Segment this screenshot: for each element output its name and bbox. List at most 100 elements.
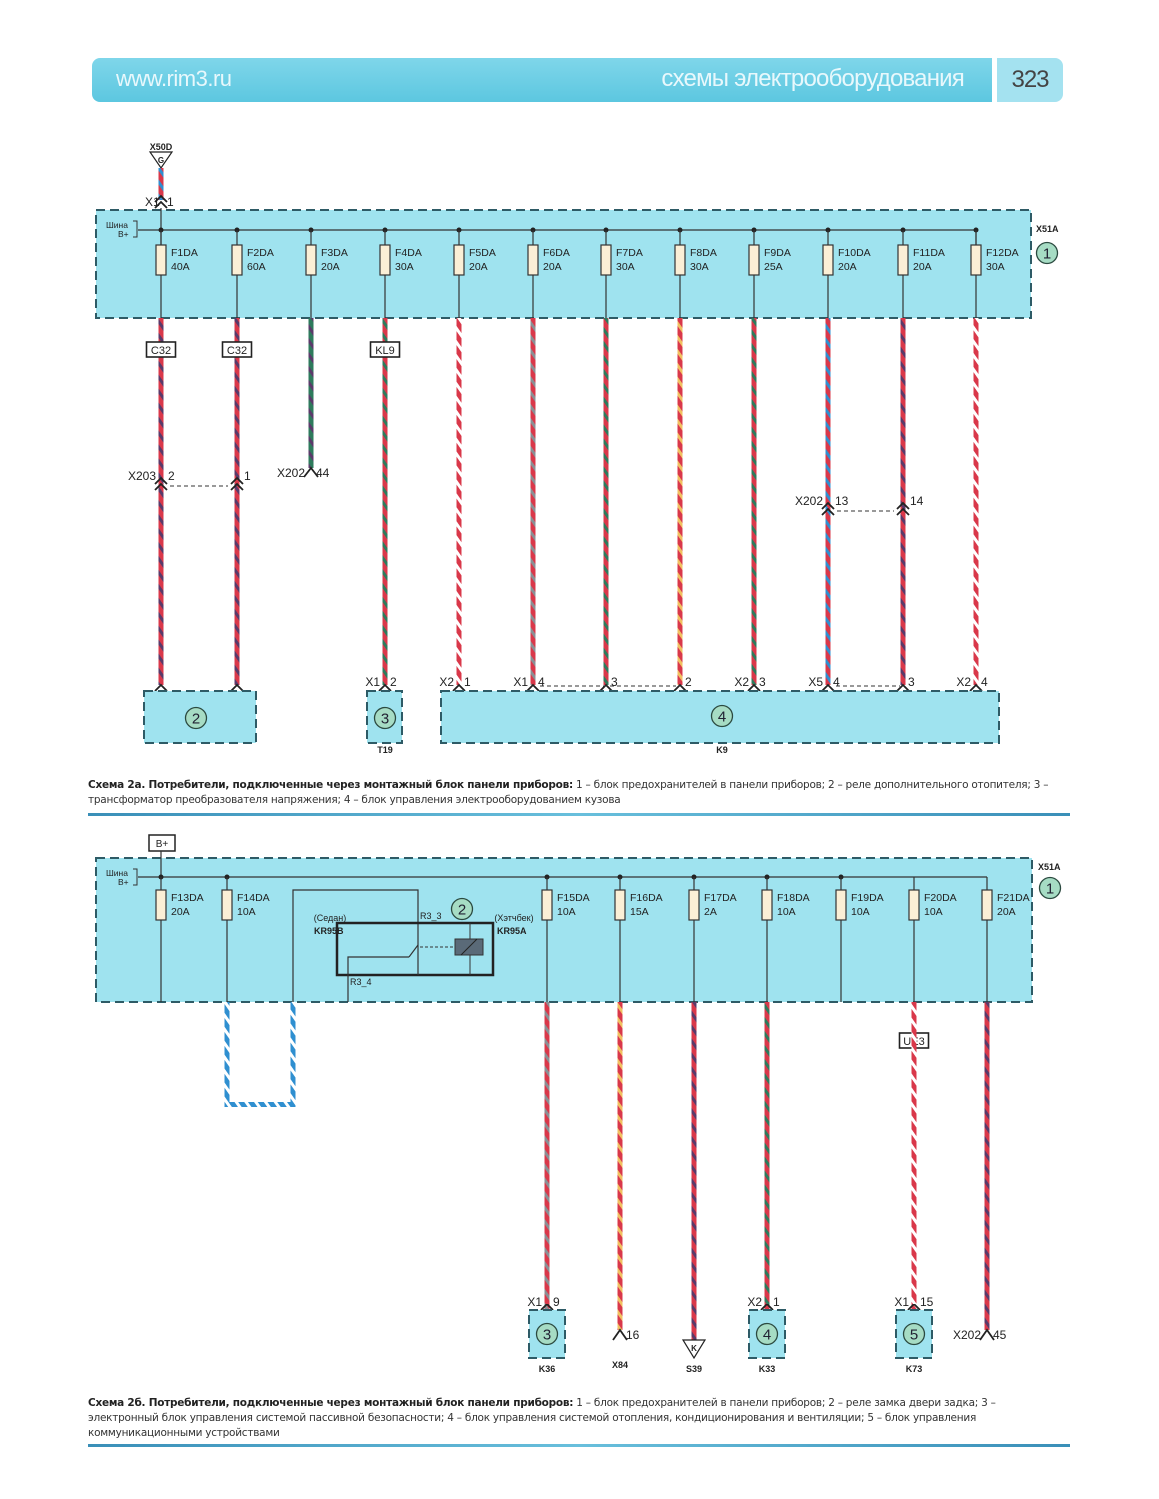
pin-label: 9: [553, 1295, 560, 1309]
caption-2a-title: Схема 2а. Потребители, подключенные чере…: [88, 779, 573, 791]
wire-tag: C32: [145, 341, 177, 358]
wire-segment: [544, 1002, 550, 1304]
connector-label: X2: [734, 675, 749, 689]
wire: [158, 168, 164, 200]
device-code: X84: [612, 1360, 628, 1370]
bus-bracket: [133, 868, 138, 886]
wire-segment: [224, 1002, 230, 1107]
divider: [88, 1444, 1070, 1447]
pin-label: 4: [538, 675, 545, 689]
fuse-id: F19DA: [851, 892, 884, 904]
connector-symbol: [154, 200, 168, 209]
fuse-id: F1DA: [171, 247, 198, 259]
callout-number: 4: [755, 1322, 779, 1346]
callout-circle: [1038, 876, 1062, 900]
pin-label: 1: [464, 675, 471, 689]
fuse-rating: 30A: [395, 261, 414, 273]
fuse-body: [748, 244, 760, 276]
connector-symbol: [821, 507, 835, 516]
device-code: K9: [716, 745, 728, 755]
connector-symbol: [452, 683, 466, 692]
connector-label: X1: [145, 195, 160, 209]
connector-symbol: [230, 476, 244, 485]
pin-label: 4: [833, 675, 840, 689]
fuse-id: F16DA: [630, 892, 663, 904]
connector-label: X202: [277, 466, 305, 480]
fuse-rating: 30A: [690, 261, 709, 273]
connector-label: X5: [808, 675, 823, 689]
callout-circle: [1035, 241, 1059, 265]
wire-segment: [603, 318, 609, 685]
connector-symbol: [599, 683, 613, 692]
callout-label: 2: [458, 902, 466, 919]
wire: [691, 1002, 697, 1340]
wire-tag: KL9: [369, 341, 401, 358]
section-title: схемы электрооборудования: [661, 65, 964, 92]
relay-pin: R3_4: [350, 977, 372, 987]
terminal-symbol: [303, 466, 319, 478]
pin-label: 1: [773, 1295, 780, 1309]
connector-symbol: [378, 683, 392, 692]
relay-note: (Седан): [314, 913, 347, 923]
wire-segment: [677, 318, 683, 685]
page-header-bar: www.rim3.ru схемы электрооборудования: [92, 58, 992, 102]
fuse-circuit-f19da: F19DA 10A: [835, 874, 884, 1002]
fuse-id: F14DA: [237, 892, 270, 904]
fuse-body: [981, 889, 993, 921]
relay-box: [335, 921, 495, 977]
fuse-id: F12DA: [986, 247, 1019, 259]
supply-connector-label: X50D: [150, 142, 173, 152]
connector-label: X202: [953, 1328, 981, 1342]
connector-label: X2: [747, 1295, 762, 1309]
fuse-body: [541, 889, 553, 921]
callout-label: 5: [910, 1327, 918, 1344]
wire: [973, 318, 979, 685]
bus-label: B+: [118, 229, 129, 239]
wire: [382, 318, 388, 685]
device-code: S39: [686, 1364, 702, 1374]
wire: [911, 1002, 917, 1304]
bus-label: B+: [118, 877, 129, 887]
caption-scheme-2a: Схема 2а. Потребители, подключенные чере…: [88, 778, 1068, 808]
wire-segment: [764, 1002, 770, 1304]
loop-wire: [224, 1002, 296, 1107]
wire: [751, 318, 757, 685]
wire-segment: [984, 1002, 990, 1330]
fuse-circuit-f20da: F20DA10AUE3X1155K73: [894, 877, 957, 1374]
fuse-rating: 10A: [851, 906, 870, 918]
fuse-rating: 20A: [171, 906, 190, 918]
callout-number: 2: [184, 706, 208, 730]
wire-tag-label: KL9: [375, 345, 395, 357]
connector-symbol: [154, 482, 168, 491]
wire-segment: [234, 318, 240, 685]
fuse-body: [527, 244, 539, 276]
wire-segment: [530, 318, 536, 685]
fuse-body: [305, 244, 317, 276]
wire: [158, 318, 164, 685]
connector-label: X1: [527, 1295, 542, 1309]
callout-circle: [184, 706, 208, 730]
wire-segment: [691, 1002, 697, 1340]
wire-segment: [911, 1002, 917, 1304]
wire-segment: [224, 1102, 296, 1107]
wire-segment: [290, 1002, 296, 1107]
pin-label: 15: [920, 1295, 934, 1309]
wire-segment: [308, 318, 314, 468]
fuse-rating: 15A: [630, 906, 649, 918]
